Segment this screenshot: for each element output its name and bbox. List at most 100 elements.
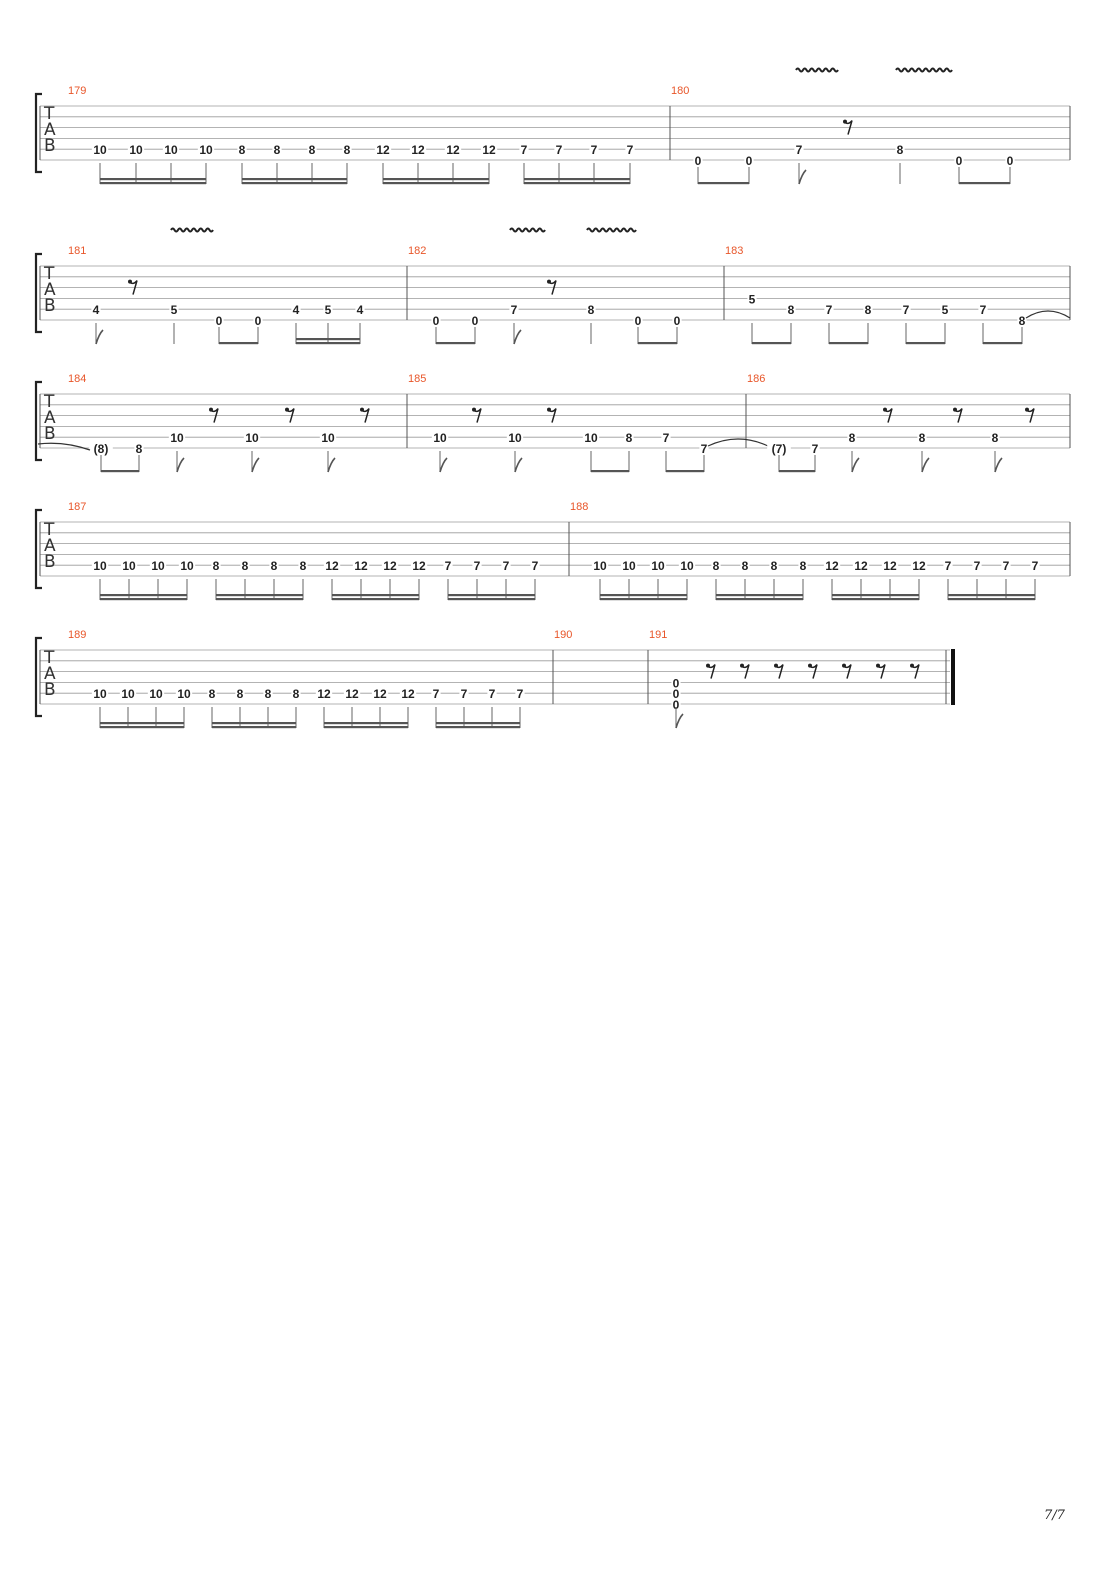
fret-number: 7 (532, 559, 539, 573)
fret-number: 7 (826, 303, 833, 317)
fret-background (162, 145, 180, 157)
fret-background (352, 561, 370, 573)
fret-background (798, 561, 808, 573)
measure-number: 183 (725, 245, 743, 257)
fret-number: 12 (412, 559, 426, 573)
fret-background (620, 561, 638, 573)
fret-number: 0 (673, 676, 680, 690)
rest-dot (706, 663, 710, 668)
rest-dot (547, 279, 551, 284)
beam (983, 342, 1022, 345)
fret-number: 7 (663, 431, 670, 445)
tab-clef-letter: A (44, 664, 56, 684)
fret-background (678, 561, 696, 573)
fret-background (127, 145, 145, 157)
beam (100, 178, 206, 181)
note-flag (675, 713, 684, 729)
fret-background (699, 444, 709, 455)
beam (829, 342, 868, 345)
beam (324, 726, 408, 729)
page-number: 7/7 (1044, 1508, 1065, 1523)
fret-number: 10 (122, 559, 136, 573)
fret-number: 5 (171, 303, 178, 317)
fret-background (119, 689, 137, 701)
fret-number: 12 (345, 687, 359, 701)
beam (436, 722, 520, 725)
beam (591, 470, 629, 473)
fret-background (506, 433, 524, 445)
fret-background (1030, 561, 1040, 573)
beam (383, 182, 489, 185)
fret-background (625, 145, 635, 157)
fret-number: 10 (245, 431, 259, 445)
tab-clef-letter: A (44, 280, 56, 300)
fret-background (671, 678, 681, 690)
beam (100, 722, 184, 725)
tab-clef-letter: B (44, 296, 56, 316)
fret-background (586, 305, 596, 317)
fret-number: 0 (956, 154, 963, 168)
staff-bracket (34, 380, 42, 462)
fret-background (91, 145, 109, 157)
fret-background (444, 145, 462, 157)
fret-background (237, 145, 247, 157)
note-flag (251, 457, 260, 473)
fret-background (169, 305, 179, 317)
beam (524, 178, 630, 181)
rest-dot (910, 663, 914, 668)
note-flag (851, 457, 860, 473)
fret-number: 7 (503, 559, 510, 573)
fret-number: 10 (149, 687, 163, 701)
fret-number: 12 (883, 559, 897, 573)
fret-background (747, 294, 757, 306)
fret-background (671, 689, 681, 701)
measure-number: 179 (68, 85, 86, 97)
fret-number: 10 (129, 143, 143, 157)
beam (436, 726, 520, 729)
tie-arc (707, 438, 769, 447)
fret-background (409, 145, 427, 157)
fret-number: 12 (383, 559, 397, 573)
fret-background (1001, 561, 1011, 573)
fret-number: 7 (1032, 559, 1039, 573)
fret-background (149, 561, 167, 573)
fret-number: 8 (626, 431, 633, 445)
fret-background (470, 316, 480, 327)
staff-bracket (34, 636, 42, 718)
fret-number: (8) (94, 442, 109, 456)
fret-background (253, 316, 263, 327)
fret-number: 5 (749, 292, 756, 306)
fret-number: 5 (325, 303, 332, 317)
fret-number: 10 (93, 687, 107, 701)
fret-number: 10 (680, 559, 694, 573)
fret-background (847, 433, 857, 445)
fret-background (810, 444, 820, 455)
fret-number: 8 (274, 143, 281, 157)
fret-number: 10 (622, 559, 636, 573)
fret-number: 7 (903, 303, 910, 317)
rest-dot (774, 663, 778, 668)
fret-background (459, 689, 469, 701)
fret-number: 8 (1019, 314, 1026, 328)
fret-number: 7 (701, 442, 708, 456)
fret-number: 7 (980, 303, 987, 317)
measure-number: 180 (671, 85, 689, 97)
rest-dot (209, 407, 213, 412)
beam (448, 594, 535, 597)
vibrato-mark (895, 67, 953, 73)
fret-number: 8 (897, 143, 904, 157)
fret-number: 8 (588, 303, 595, 317)
fret-background (744, 156, 754, 167)
beam (600, 594, 687, 597)
beam (666, 470, 704, 473)
beam (212, 722, 296, 725)
fret-number: 12 (325, 559, 339, 573)
staff-bracket (34, 92, 42, 174)
fret-background (269, 561, 279, 573)
fret-number: 8 (788, 303, 795, 317)
fret-number: 10 (164, 143, 178, 157)
